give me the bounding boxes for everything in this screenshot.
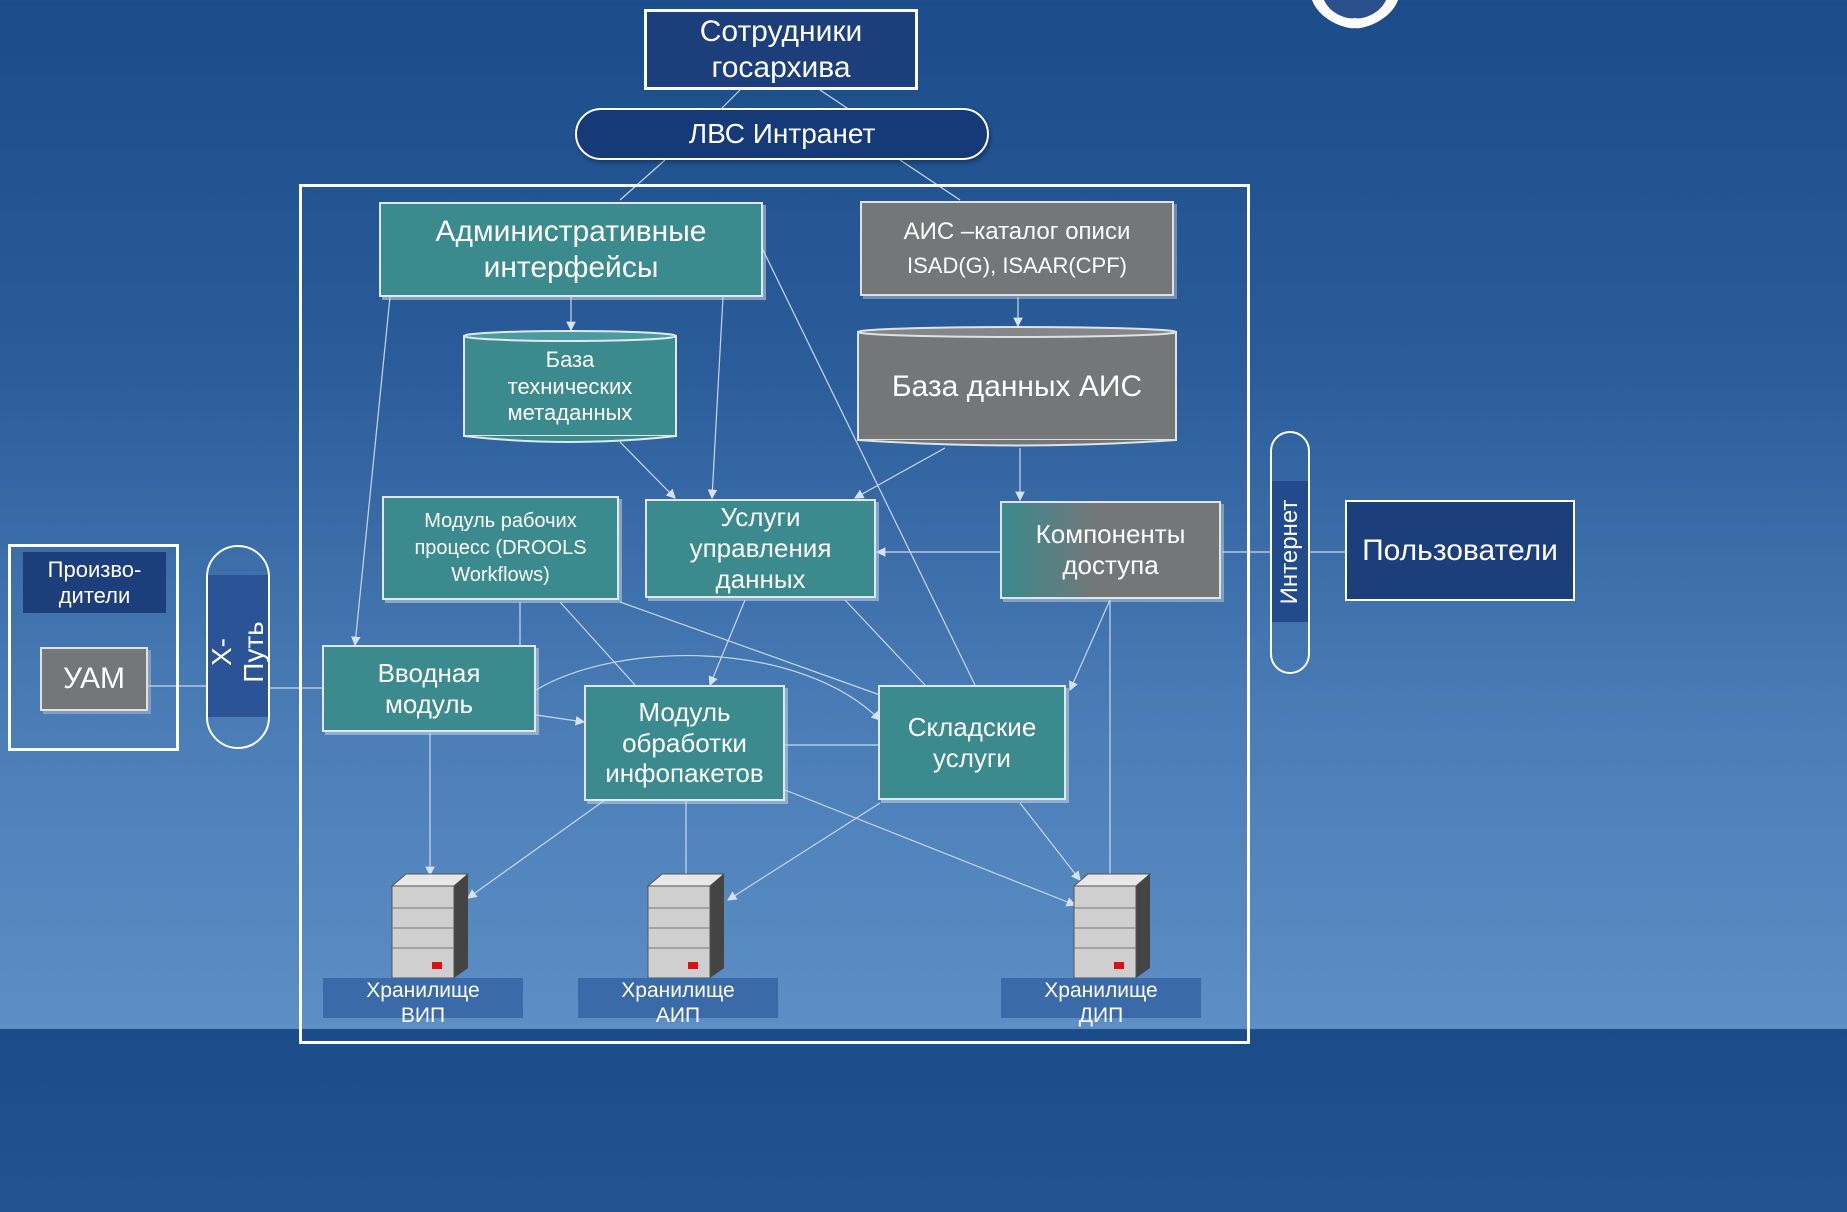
package-processing-label: Модуль обработки инфопакетов: [605, 696, 764, 789]
uam-node: УАМ: [40, 647, 148, 711]
ais-catalog-standards: ISAD(G), ISAAR(CPF): [906, 252, 1127, 278]
access-label: Компоненты доступа: [1035, 519, 1186, 580]
ingest-module-node: Вводная модуль: [322, 645, 536, 732]
archive-architecture-diagram: Сотрудники госархива ЛВС Интранет Админи…: [8, 0, 1575, 1044]
dip-storage-label: Хранилище ДИП: [1001, 978, 1201, 1027]
workflow-label: Модуль рабочих процесс (DROOLS Workflows…: [414, 509, 587, 586]
server-icon: [390, 873, 470, 979]
staff-label: Сотрудники госархива: [699, 15, 863, 84]
xroad-fill: [208, 575, 268, 717]
staff-node: Сотрудники госархива: [644, 9, 918, 90]
system-boundary: [299, 184, 1250, 1044]
admin-interfaces-node: Административные интерфейсы: [379, 202, 763, 297]
internet-node: [1270, 431, 1310, 674]
lan-intranet-node: ЛВС Интранет: [575, 108, 989, 160]
access-components-node: Компоненты доступа: [1000, 501, 1221, 599]
tech-metadata-db: База технических метаданных: [463, 330, 677, 444]
producers-node: Произво-дители: [23, 552, 166, 613]
admin-label: Административные интерфейсы: [435, 215, 707, 284]
ingest-label: Вводная модуль: [377, 657, 481, 719]
sip-storage-text: Хранилище ВИП: [366, 979, 480, 1028]
xroad-label: X-Путь: [205, 621, 269, 683]
internet-fill: [1272, 481, 1308, 622]
package-processing-node: Модуль обработки инфопакетов: [584, 685, 785, 801]
ais-catalog-title: АИС –каталог описи: [903, 218, 1131, 246]
tech-metadata-label: База технических метаданных: [507, 346, 633, 426]
data-management-node: Услуги управления данных: [645, 499, 876, 598]
storage-services-label: Складские услуги: [907, 711, 1037, 773]
users-node: Пользователи: [1345, 500, 1575, 601]
internet-label-wrap: Интернет: [1270, 462, 1310, 642]
emblem-icon: [1312, 0, 1398, 29]
ais-catalog-node: АИС –каталог описи ISAD(G), ISAAR(CPF): [860, 201, 1174, 296]
internet-label: Интернет: [1276, 499, 1303, 605]
ais-db: База данных АИС: [857, 325, 1177, 449]
users-label: Пользователи: [1362, 533, 1558, 567]
data-management-label: Услуги управления данных: [689, 502, 832, 594]
database-cylinder-shape: [857, 326, 1177, 447]
workflow-module-node: Модуль рабочих процесс (DROOLS Workflows…: [382, 496, 619, 600]
producers-group: [8, 544, 179, 751]
uam-label: УАМ: [62, 662, 126, 696]
sip-storage-label: Хранилище ВИП: [323, 978, 523, 1027]
xroad-node: [206, 545, 270, 749]
connector-lines: [148, 89, 1345, 907]
aip-storage-text: Хранилище АИП: [621, 979, 735, 1028]
xroad-label-wrap: X-Путь: [205, 572, 269, 732]
ais-db-label: База данных АИС: [891, 369, 1143, 403]
server-icon: [646, 873, 726, 979]
dip-storage-text: Хранилище ДИП: [1044, 979, 1158, 1028]
storage-services-node: Складские услуги: [878, 685, 1066, 800]
producers-label: Произво-дители: [47, 556, 142, 608]
database-cylinder-shape: [463, 330, 677, 443]
ais-db-label-wrap: База данных АИС: [857, 325, 1177, 449]
server-icon: [1072, 873, 1152, 979]
tech-metadata-label-wrap: База технических метаданных: [463, 330, 677, 444]
aip-storage-label: Хранилище АИП: [578, 978, 778, 1027]
lan-label: ЛВС Интранет: [688, 118, 876, 150]
